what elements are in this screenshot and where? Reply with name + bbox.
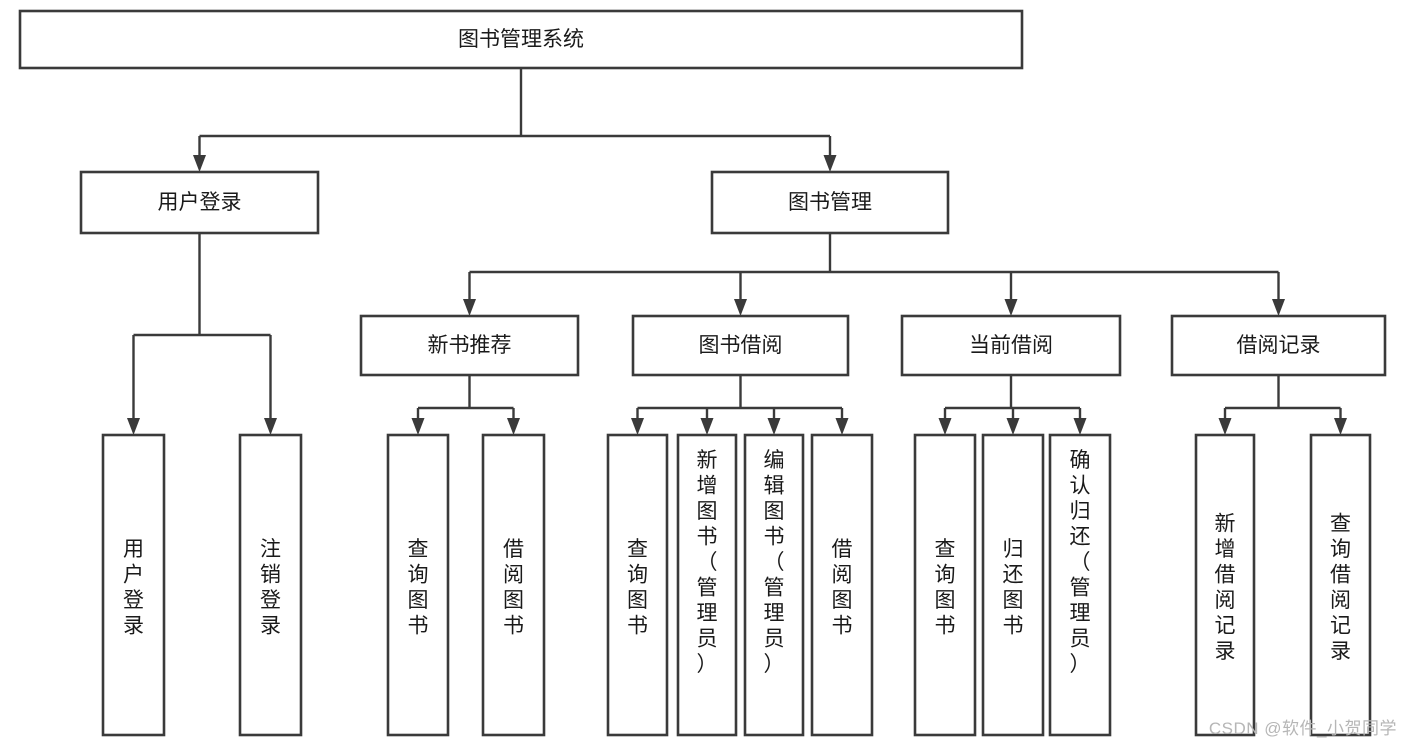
arrow-head-icon <box>193 155 206 172</box>
edges-layer <box>127 68 1347 435</box>
edge-group-new-book-recommend <box>411 375 520 435</box>
arrow-head-icon <box>767 418 781 435</box>
node-leaf-borrow-book-2[interactable]: 借阅图书 <box>810 433 874 737</box>
node-label: 编辑图书（管理员） <box>764 449 785 676</box>
node-leaf-add-book[interactable]: 新增图书（管理员） <box>676 433 738 737</box>
node-box[interactable] <box>238 433 303 737</box>
arrow-head-icon <box>463 299 476 316</box>
node-box[interactable] <box>481 433 546 737</box>
arrow-head-icon <box>835 418 849 435</box>
node-box[interactable] <box>18 9 1024 70</box>
node-leaf-query-book-2[interactable]: 查询图书 <box>606 433 669 737</box>
arrow-head-icon <box>264 418 277 435</box>
node-leaf-query-book-3[interactable]: 查询图书 <box>913 433 977 737</box>
node-label: 新增图书（管理员） <box>697 449 718 676</box>
node-leaf-query-record[interactable]: 查询借阅记录 <box>1309 433 1372 737</box>
node-leaf-borrow-book-1[interactable]: 借阅图书 <box>481 433 546 737</box>
node-label: 查询图书 <box>408 538 429 638</box>
edge-group-user-login <box>127 233 277 435</box>
node-label: 图书借阅 <box>699 334 783 357</box>
node-book-borrow[interactable]: 图书借阅 <box>631 314 850 377</box>
node-label: 借阅记录 <box>1237 334 1321 357</box>
nodes-layer: 图书管理系统用户登录图书管理新书推荐图书借阅当前借阅借阅记录用户登录注销登录查询… <box>18 9 1387 737</box>
arrow-head-icon <box>1272 299 1285 316</box>
node-box[interactable] <box>606 433 669 737</box>
node-leaf-confirm-return[interactable]: 确认归还（管理员） <box>1048 433 1112 737</box>
node-box[interactable] <box>79 170 320 235</box>
edge-group-root <box>193 68 837 172</box>
arrow-head-icon <box>411 418 425 435</box>
node-box[interactable] <box>676 433 738 737</box>
node-label: 新增借阅记录 <box>1215 512 1236 663</box>
node-label: 归还图书 <box>1003 538 1024 638</box>
node-leaf-user-login[interactable]: 用户登录 <box>101 433 166 737</box>
node-label: 图书管理系统 <box>458 28 584 51</box>
node-book-manage[interactable]: 图书管理 <box>710 170 950 235</box>
arrow-head-icon <box>734 299 747 316</box>
arrow-head-icon <box>823 155 837 172</box>
node-label: 借阅图书 <box>832 538 853 638</box>
arrow-head-icon <box>938 418 952 435</box>
node-leaf-query-book-1[interactable]: 查询图书 <box>386 433 450 737</box>
node-label: 图书管理 <box>788 191 872 214</box>
node-current-borrow[interactable]: 当前借阅 <box>900 314 1122 377</box>
arrow-head-icon <box>127 418 140 435</box>
node-borrow-record[interactable]: 借阅记录 <box>1170 314 1387 377</box>
node-label: 查询图书 <box>935 538 956 638</box>
node-box[interactable] <box>1194 433 1256 737</box>
arrow-head-icon <box>1073 418 1087 435</box>
edge-group-borrow-record <box>1218 375 1347 435</box>
node-box[interactable] <box>1048 433 1112 737</box>
node-new-book-recommend[interactable]: 新书推荐 <box>359 314 580 377</box>
node-label: 用户登录 <box>158 191 242 214</box>
arrow-head-icon <box>700 418 714 435</box>
node-box[interactable] <box>743 433 805 737</box>
node-box[interactable] <box>981 433 1045 737</box>
node-box[interactable] <box>101 433 166 737</box>
node-leaf-add-record[interactable]: 新增借阅记录 <box>1194 433 1256 737</box>
node-leaf-return-book[interactable]: 归还图书 <box>981 433 1045 737</box>
node-label: 新书推荐 <box>428 334 512 357</box>
node-box[interactable] <box>1309 433 1372 737</box>
node-label: 当前借阅 <box>969 334 1053 357</box>
node-leaf-logout[interactable]: 注销登录 <box>238 433 303 737</box>
node-box[interactable] <box>359 314 580 377</box>
arrow-head-icon <box>631 418 644 435</box>
node-box[interactable] <box>913 433 977 737</box>
node-box[interactable] <box>386 433 450 737</box>
arrow-head-icon <box>507 418 520 435</box>
node-label: 确认归还（管理员） <box>1070 449 1091 676</box>
node-box[interactable] <box>631 314 850 377</box>
node-leaf-edit-book[interactable]: 编辑图书（管理员） <box>743 433 805 737</box>
edge-group-current-borrow <box>938 375 1087 435</box>
node-label: 查询借阅记录 <box>1330 512 1351 663</box>
node-label: 查询图书 <box>627 538 648 638</box>
node-label: 借阅图书 <box>503 538 524 638</box>
node-label: 注销登录 <box>260 538 281 638</box>
arrow-head-icon <box>1006 418 1020 435</box>
node-box[interactable] <box>1170 314 1387 377</box>
node-root[interactable]: 图书管理系统 <box>18 9 1024 70</box>
node-box[interactable] <box>710 170 950 235</box>
node-label: 用户登录 <box>123 538 144 638</box>
node-box[interactable] <box>900 314 1122 377</box>
arrow-head-icon <box>1218 418 1232 435</box>
arrow-head-icon <box>1004 299 1018 316</box>
node-box[interactable] <box>810 433 874 737</box>
node-user-login[interactable]: 用户登录 <box>79 170 320 235</box>
edge-group-book-borrow <box>631 375 849 435</box>
edge-group-book-manage <box>463 233 1285 316</box>
arrow-head-icon <box>1334 418 1347 435</box>
